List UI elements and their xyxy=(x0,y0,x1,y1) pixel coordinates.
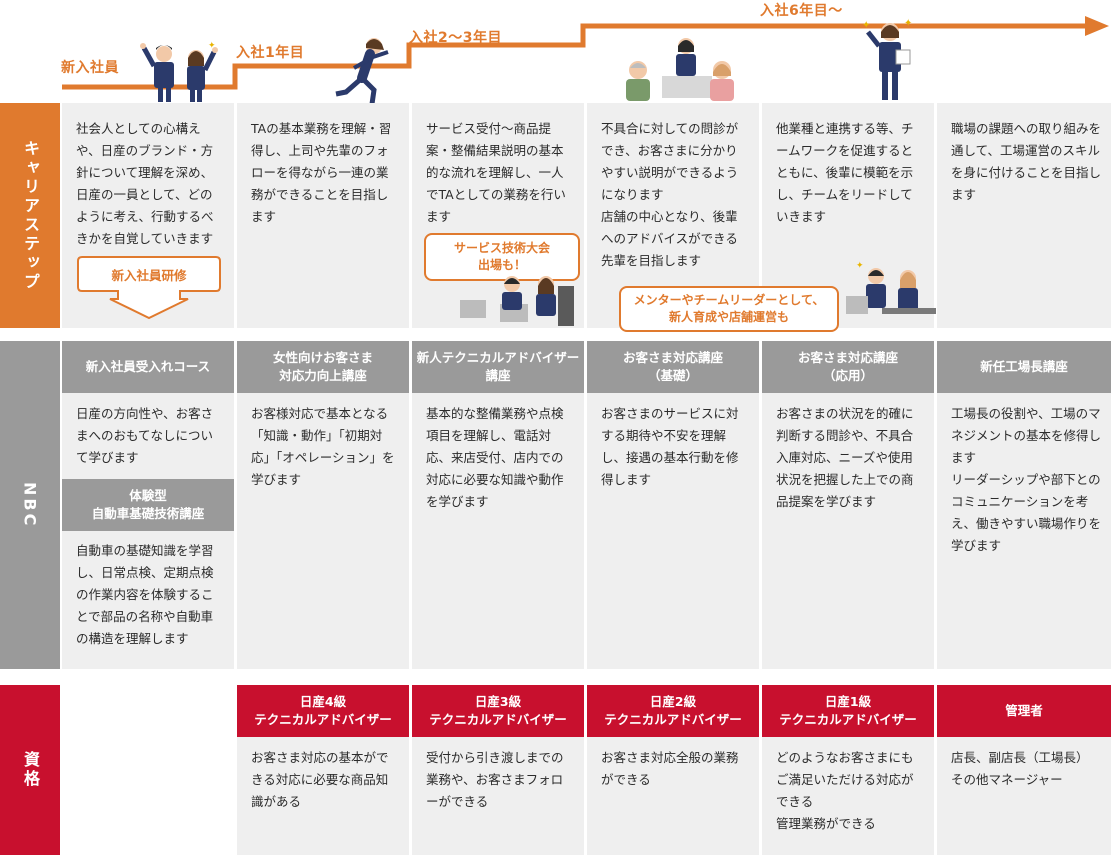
qual-header-4: 日産1級 テクニカルアドバイザー xyxy=(762,685,934,737)
career-text-3: サービス受付〜商品提案・整備結果説明の基本的な流れを理解し、一人でTAとしての業… xyxy=(426,121,566,224)
training-callout-label: 新入社員研修 xyxy=(111,267,187,283)
nbc-text-2: お客様対応で基本となる「知識・動作」「初期対応」「オペレーション」を学びます xyxy=(251,406,395,487)
career-cell-2 xyxy=(237,103,409,328)
nbc-header-5: お客さま対応講座 （応用） xyxy=(762,341,934,393)
running-employee-illustration xyxy=(335,38,389,105)
career-text-1: 社会人としての心構えや、日産のブランド・方針について理解を深め、日産の一員として… xyxy=(76,121,214,246)
leader-illustration: ✦✦ xyxy=(862,18,912,100)
nbc-text-6: 工場長の役割や、工場のマネジメントの基本を修得します リーダーシップや部下とのコ… xyxy=(951,406,1102,553)
career-staircase-arrow xyxy=(62,16,1109,90)
qual-header-1: 日産4級 テクニカルアドバイザー xyxy=(237,685,409,737)
nbc-cell-6 xyxy=(937,341,1111,669)
row-label-career: キャリアステップ xyxy=(0,103,60,328)
nbc-header-4: お客さま対応講座 （基礎） xyxy=(587,341,759,393)
nbc-header-3: 新人テクニカルアドバイザー 講座 xyxy=(412,341,584,393)
step-label-year-2-3: 入社2〜3年目 xyxy=(409,30,502,46)
svg-text:✦: ✦ xyxy=(862,20,870,31)
row-label-nbc: NBC xyxy=(0,341,60,669)
qual-header-5: 管理者 xyxy=(937,685,1111,737)
career-text-4: 不具合に対しての問診ができ、お客さまに分かりやすい説明ができるようになります 店… xyxy=(601,121,739,268)
contest-workers-illustration xyxy=(460,276,574,326)
qual-cell-empty xyxy=(62,685,234,855)
new-hires-illustration: ✦ xyxy=(140,41,218,102)
qual-text-1: お客さま対応の基本ができる対応に必要な商品知識がある xyxy=(251,750,389,809)
career-text-6: 職場の課題への取り組みを通して、工場運営のスキルを身に付けることを目指します xyxy=(951,121,1102,202)
nbc-header-6: 新任工場長講座 xyxy=(937,341,1111,393)
qual-text-5: 店長、副店長（工場長） その他マネージャー xyxy=(951,750,1089,787)
svg-text:✦: ✦ xyxy=(208,41,216,51)
step-label-year-6: 入社6年目〜 xyxy=(760,3,843,19)
nbc-cell-5 xyxy=(762,341,934,669)
mentor-callout: メンターやチームリーダーとして、 新人育成や店舗運営も xyxy=(619,286,839,332)
nbc-cell-2 xyxy=(237,341,409,669)
nbc-text-1: 日産の方向性や、お客さまへのおもてなしについて学びます xyxy=(76,406,214,465)
mentor-illustration: ✦ xyxy=(846,261,936,314)
career-cell-6 xyxy=(937,103,1111,328)
nbc-sub-header: 体験型 自動車基礎技術講座 xyxy=(62,479,234,531)
career-cell-3 xyxy=(412,103,584,328)
nbc-sub-text: 自動車の基礎知識を学習し、日常点検、定期点検の作業内容を体験することで部品の名称… xyxy=(76,543,214,646)
svg-text:✦: ✦ xyxy=(856,261,864,271)
contest-callout: サービス技術大会 出場も！ xyxy=(424,233,580,281)
qual-header-2: 日産3級 テクニカルアドバイザー xyxy=(412,685,584,737)
nbc-header-1: 新入社員受入れコース xyxy=(62,341,234,393)
svg-text:✦: ✦ xyxy=(904,18,912,29)
row-label-qualification-text: 資格 xyxy=(21,751,40,789)
row-label-career-text: キャリアステップ xyxy=(21,139,40,292)
career-text-2: TAの基本業務を理解・習得し、上司や先輩のフォローを得ながら一連の業務ができるこ… xyxy=(251,121,392,224)
row-label-qualification: 資格 xyxy=(0,685,60,855)
nbc-text-3: 基本的な整備業務や点検項目を理解し、電話対応、来店受付、店内での対応に必要な知識… xyxy=(426,406,564,509)
career-text-5: 他業種と連携する等、チームワークを促進するとともに、後輩に模範を示し、チームをリ… xyxy=(776,121,914,224)
step-label-new-hire: 新入社員 xyxy=(61,60,119,76)
nbc-header-2: 女性向けお客さま 対応力向上講座 xyxy=(237,341,409,393)
nbc-text-5: お客さまの状況を的確に判断する問診や、不具合入庫対応、ニーズや使用状況を把握した… xyxy=(776,406,914,509)
consultation-illustration xyxy=(626,38,734,101)
nbc-cell-4 xyxy=(587,341,759,669)
qual-text-3: お客さま対応全般の業務ができる xyxy=(601,750,739,787)
nbc-cell-3 xyxy=(412,341,584,669)
row-label-nbc-text: NBC xyxy=(20,481,40,529)
nbc-text-4: お客さまのサービスに対する期待や不安を理解し、接遇の基本行動を修得します xyxy=(601,406,739,487)
qual-text-4: どのようなお客さまにもご満足いただける対応ができる 管理業務ができる xyxy=(776,750,914,831)
qual-text-2: 受付から引き渡しまでの業務や、お客さまフォローができる xyxy=(426,750,564,809)
training-callout-arrow xyxy=(77,256,221,320)
step-label-year-1: 入社1年目 xyxy=(236,45,305,61)
qual-header-3: 日産2級 テクニカルアドバイザー xyxy=(587,685,759,737)
